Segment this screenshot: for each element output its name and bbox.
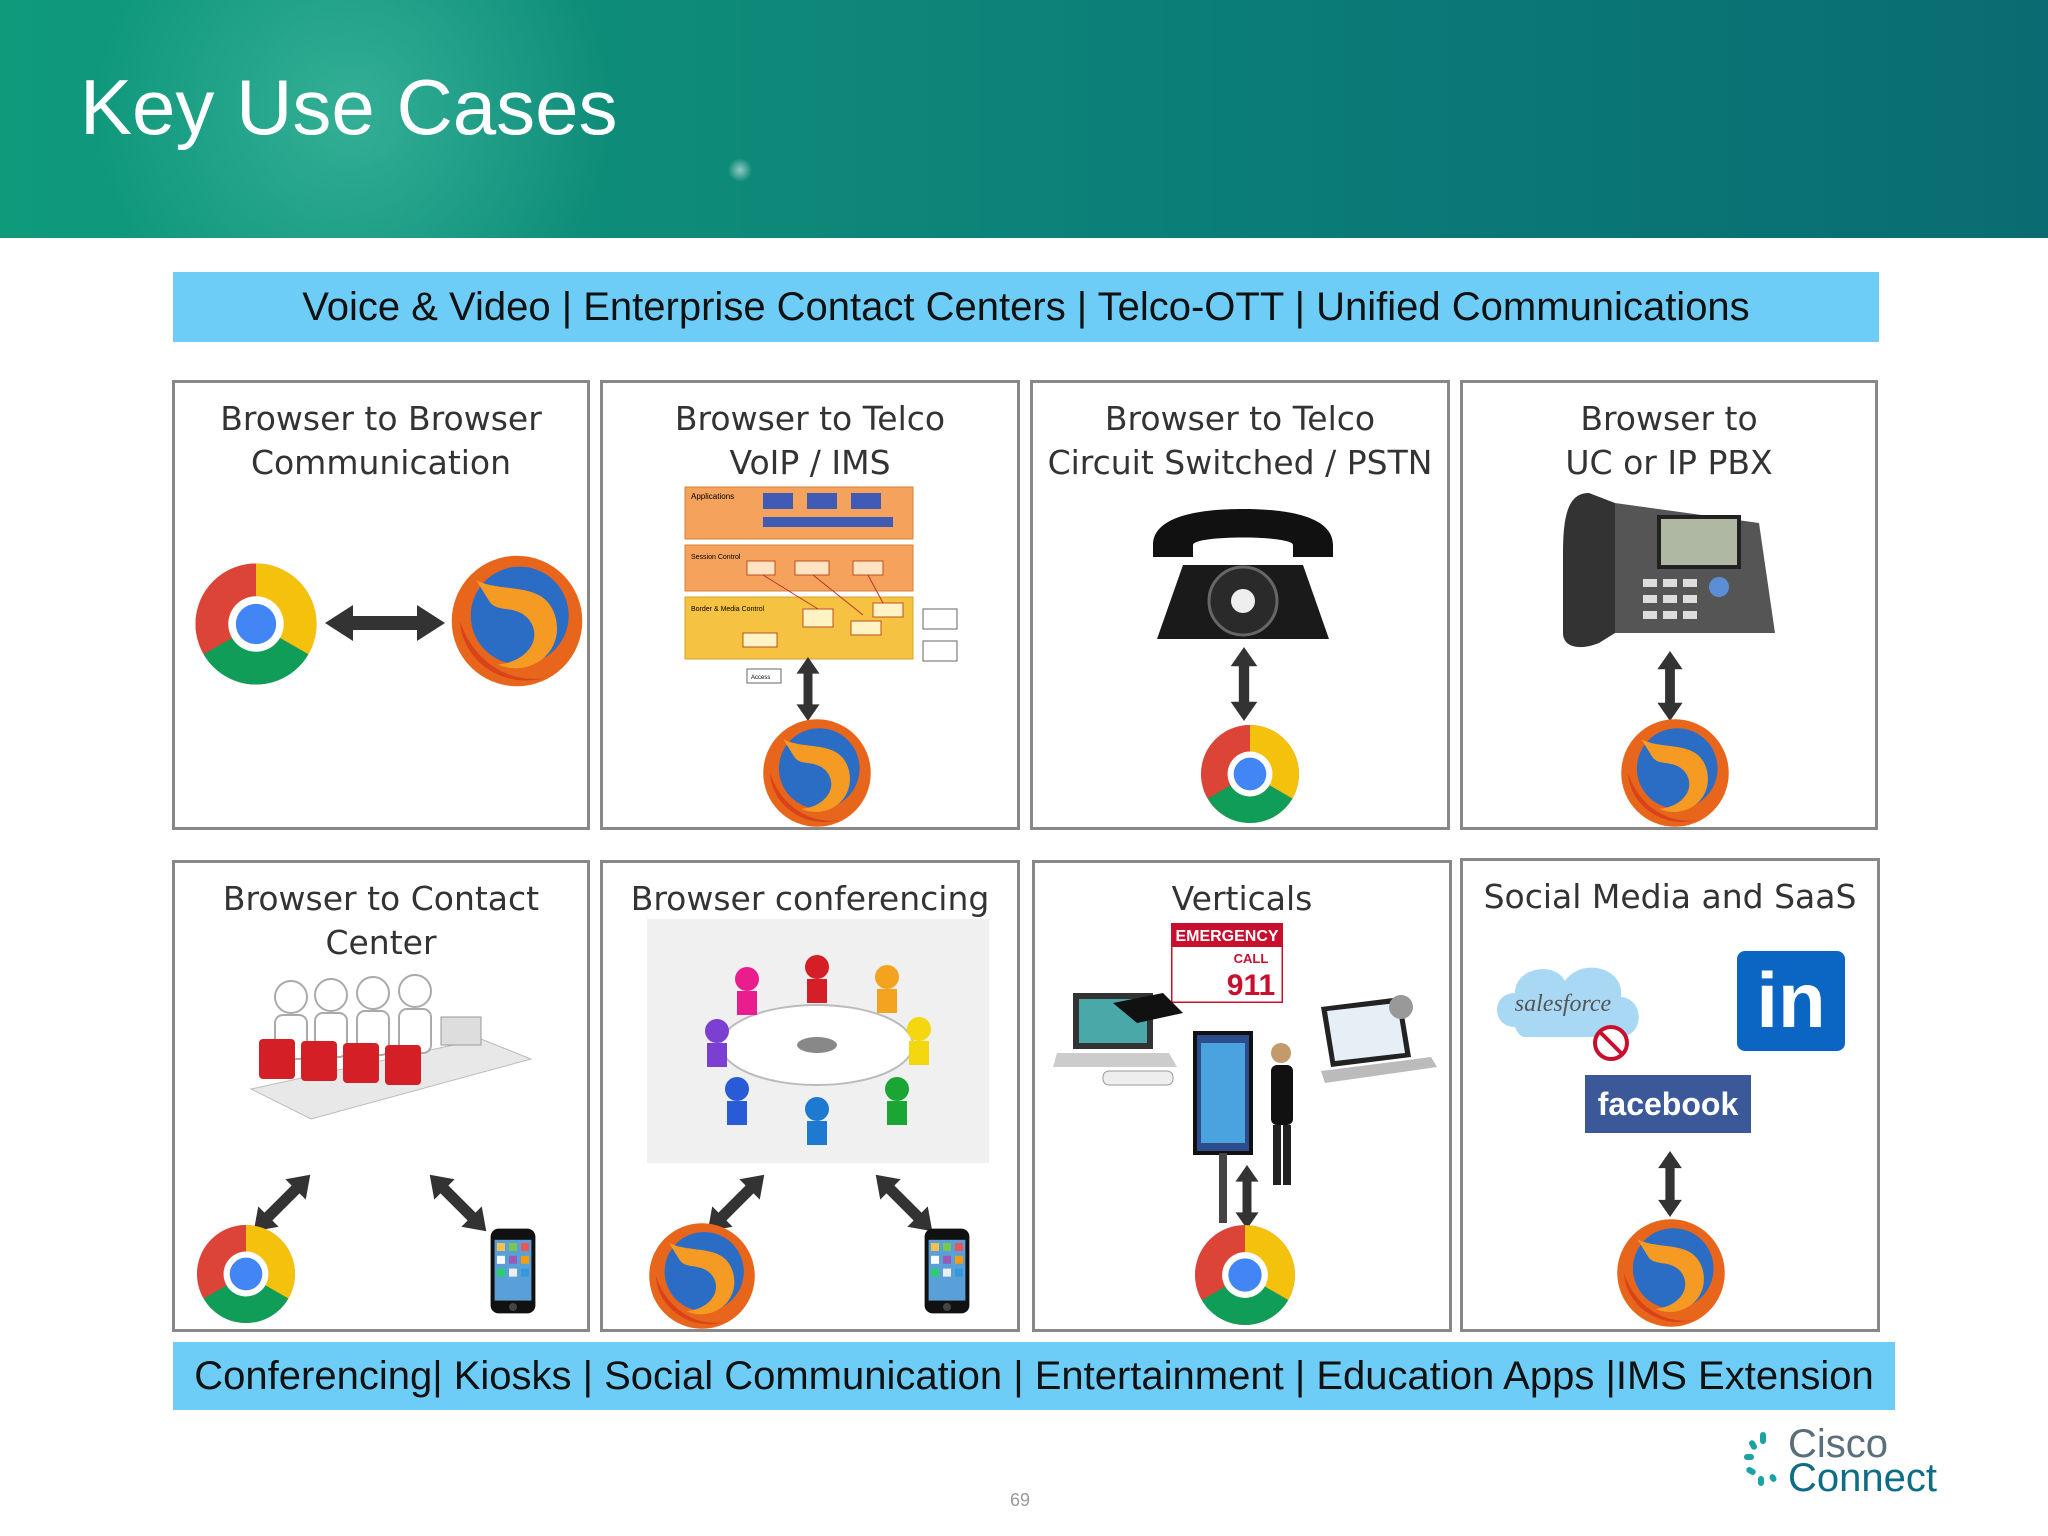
salesforce-logo: salesforce [1497, 967, 1639, 1061]
cell-label: Browser to UC or IP PBX [1463, 397, 1875, 485]
chrome-icon [193, 561, 319, 687]
top-band: Voice & Video | Enterprise Contact Cente… [173, 272, 1879, 342]
cell-browser-to-uc-pbx: Browser to UC or IP PBX [1460, 380, 1878, 830]
page-number: 69 [1009, 1490, 1031, 1510]
cell-label: Verticals [1035, 877, 1449, 921]
education-laptop-image [1053, 993, 1183, 1086]
cell-label-line2: Circuit Switched / PSTN [1047, 443, 1433, 482]
facebook-text: facebook [1597, 1086, 1739, 1122]
entertainment-laptop-image [1321, 995, 1437, 1083]
num-911-text: 911 [1227, 969, 1275, 1002]
firefox-icon [449, 553, 585, 689]
cell-label-line2: Center [325, 923, 437, 962]
cell-label-line1: Browser to [1580, 399, 1758, 438]
diagonal-arrow-icon [418, 1163, 499, 1244]
cell-label: Browser to Browser Communication [175, 397, 587, 485]
cell-label: Browser conferencing [603, 877, 1017, 921]
double-arrow-icon [791, 657, 825, 721]
cell-label: Browser to Telco Circuit Switched / PSTN [1033, 397, 1447, 485]
ims-architecture-diagram: Applications Session Control Border & Me… [684, 486, 958, 684]
emergency-911-sign: EMERGENCY CALL 911 [1171, 923, 1283, 1003]
cisco-swirl-icon [1744, 1432, 1777, 1486]
firefox-icon [761, 717, 873, 829]
emergency-text: EMERGENCY [1175, 928, 1278, 945]
contact-center-agents-image [249, 974, 533, 1120]
cell-label: Social Media and SaaS [1463, 875, 1877, 919]
top-band-text: Voice & Video | Enterprise Contact Cente… [302, 285, 1750, 329]
cell-social-media-saas: Social Media and SaaS salesforce in face… [1460, 858, 1880, 1332]
rotary-telephone-icon [1153, 509, 1333, 639]
cell-label-line2: VoIP / IMS [729, 443, 891, 482]
cell-label-line1: Verticals [1171, 879, 1313, 918]
chrome-icon [1199, 723, 1301, 825]
cell-label-line1: Browser to Telco [1104, 399, 1376, 438]
cell-label-line1: Browser to Browser [220, 399, 542, 438]
ip-phone-icon [1563, 493, 1775, 648]
cell-label-line1: Social Media and SaaS [1483, 877, 1857, 916]
salesforce-text: salesforce [1515, 991, 1612, 1017]
smartphone-icon [489, 1225, 537, 1317]
linkedin-logo: in [1737, 951, 1845, 1051]
cell-browser-conferencing: Browser conferencing [600, 860, 1020, 1332]
cell-browser-to-contact-center: Browser to Contact Center [172, 860, 590, 1332]
cell-label-line1: Browser to Contact [222, 879, 540, 918]
double-arrow-icon [1653, 1151, 1687, 1217]
cell-browser-to-telco-pstn: Browser to Telco Circuit Switched / PSTN [1030, 380, 1450, 830]
firefox-icon [1619, 717, 1731, 829]
double-arrow-icon [1227, 647, 1261, 721]
slide-header: Key Use Cases [0, 0, 2048, 238]
call-text: CALL [1234, 951, 1269, 966]
firefox-icon [1615, 1217, 1727, 1329]
double-arrow-icon [1231, 1165, 1263, 1229]
smartphone-icon [923, 1225, 971, 1317]
cell-label: Browser to Telco VoIP / IMS [603, 397, 1017, 485]
double-arrow-icon [1653, 651, 1687, 721]
diagram-access-label: Access [751, 675, 770, 681]
cell-label-line2: Communication [250, 443, 512, 482]
cell-verticals: Verticals EMERGENCY CALL 911 [1032, 860, 1452, 1332]
chrome-icon [1193, 1223, 1297, 1327]
cisco-text: Cisco [1788, 1422, 1889, 1466]
chrome-icon [195, 1223, 297, 1325]
kiosk-image [1193, 1031, 1293, 1223]
conference-table-image [647, 919, 989, 1163]
cisco-connect-logo: Cisco Connect [1744, 1422, 1954, 1502]
bottom-band-text: Conferencing| Kiosks | Social Communicat… [194, 1354, 1874, 1398]
slide-title: Key Use Cases [80, 63, 618, 151]
linkedin-text: in [1756, 956, 1826, 1044]
connect-text: Connect [1788, 1456, 1937, 1500]
cell-browser-to-telco-voip: Browser to Telco VoIP / IMS Applications… [600, 380, 1020, 830]
cell-browser-to-browser: Browser to Browser Communication [172, 380, 590, 830]
cell-label: Browser to Contact Center [175, 877, 587, 965]
diagram-session-label: Session Control [691, 554, 741, 561]
double-arrow-icon [325, 603, 445, 643]
diagram-applications-label: Applications [691, 492, 734, 501]
cell-label-line2: UC or IP PBX [1565, 443, 1773, 482]
diagram-border-label: Border & Media Control [691, 606, 765, 613]
firefox-icon [647, 1221, 757, 1331]
bottom-band: Conferencing| Kiosks | Social Communicat… [173, 1342, 1895, 1410]
facebook-logo: facebook [1585, 1075, 1751, 1133]
cell-label-line1: Browser conferencing [630, 879, 990, 918]
cell-label-line1: Browser to Telco [674, 399, 946, 438]
